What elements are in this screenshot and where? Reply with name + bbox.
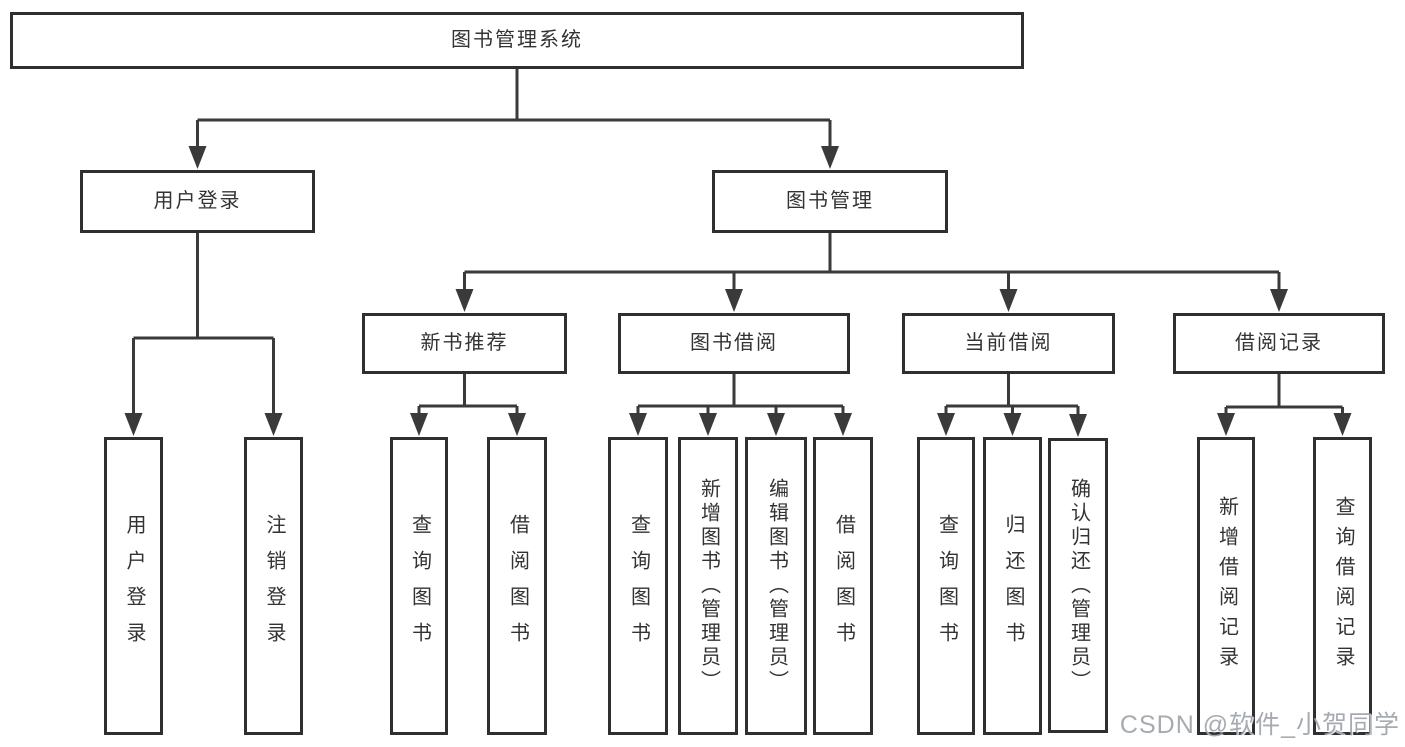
csdn-watermark: CSDN @软件_小贺同学: [1119, 711, 1400, 739]
node-user-login: 用户登录: [80, 170, 315, 233]
arrowhead-icon: [455, 289, 474, 312]
arrowhead-icon: [699, 413, 717, 436]
node-current-borrowing: 当前借阅: [902, 313, 1115, 374]
connector-line: [463, 233, 1281, 295]
node-borrow-records: 借阅记录: [1173, 313, 1385, 374]
node-add-books-admin: 新增图书（管理员）: [678, 437, 738, 735]
node-label: 借阅图书: [832, 514, 855, 658]
node-query-borrow-record: 查询借阅记录: [1313, 437, 1372, 735]
node-new-book-rec: 新书推荐: [362, 313, 567, 374]
node-label: 图书管理: [786, 190, 874, 212]
node-label: 借阅图书: [506, 514, 529, 658]
node-label: 当前借阅: [964, 332, 1053, 354]
arrowhead-icon: [1003, 413, 1022, 436]
arrowhead-icon: [1333, 413, 1352, 436]
node-borrow-books-2: 借阅图书: [813, 437, 873, 735]
node-label: 查询借阅记录: [1332, 496, 1354, 676]
connector-line: [417, 374, 519, 419]
connector-line: [196, 69, 832, 152]
arrowhead-icon: [937, 413, 955, 436]
node-root: 图书管理系统: [10, 12, 1024, 69]
node-book-borrowing: 图书借阅: [618, 313, 850, 374]
node-label: 图书管理系统: [451, 29, 583, 51]
node-label: 用户登录: [153, 190, 242, 212]
node-edit-books-admin: 编辑图书（管理员）: [745, 437, 807, 735]
arrowhead-icon: [508, 413, 526, 436]
node-label: 查询图书: [627, 514, 650, 658]
node-label: 查询图书: [935, 514, 958, 658]
node-logout-leaf: 注销登录: [244, 437, 303, 735]
node-label: 图书借阅: [690, 332, 778, 354]
connector-line: [944, 374, 1080, 420]
node-add-borrow-record: 新增借阅记录: [1197, 437, 1255, 735]
node-label: 编辑图书（管理员）: [765, 478, 788, 694]
connector-line: [636, 374, 845, 419]
node-label: 用户登录: [123, 514, 145, 658]
node-confirm-return-admin: 确认归还（管理员）: [1048, 438, 1108, 733]
arrowhead-icon: [629, 413, 647, 436]
node-label: 新增图书（管理员）: [697, 478, 720, 694]
connector-line: [1224, 374, 1344, 419]
node-label: 查询图书: [408, 514, 431, 658]
node-book-mgmt: 图书管理: [712, 170, 948, 233]
node-label: 新书推荐: [420, 332, 509, 354]
node-return-books: 归还图书: [983, 437, 1042, 735]
arrowhead-icon: [834, 413, 852, 436]
arrowhead-icon: [188, 146, 207, 169]
arrowhead-icon: [821, 146, 839, 169]
arrowhead-icon: [725, 289, 743, 312]
node-query-books-2: 查询图书: [608, 437, 668, 735]
arrowhead-icon: [1270, 289, 1288, 312]
node-query-books-3: 查询图书: [917, 437, 975, 735]
node-label: 借阅记录: [1235, 332, 1323, 354]
arrowhead-icon: [1217, 413, 1235, 436]
arrowhead-icon: [124, 413, 143, 436]
arrowhead-icon: [1069, 414, 1087, 437]
arrowhead-icon: [410, 413, 428, 436]
node-label: 新增借阅记录: [1215, 496, 1238, 676]
node-borrow-books-1: 借阅图书: [487, 437, 547, 735]
arrowhead-icon: [767, 413, 785, 436]
arrowhead-icon: [264, 413, 283, 436]
arrowhead-icon: [999, 289, 1018, 312]
connector-line: [132, 233, 275, 419]
node-user-login-leaf: 用户登录: [104, 437, 163, 735]
node-label: 注销登录: [263, 514, 285, 658]
node-label: 归还图书: [1002, 514, 1024, 658]
node-label: 确认归还（管理员）: [1067, 477, 1090, 694]
node-query-books-1: 查询图书: [390, 437, 448, 735]
